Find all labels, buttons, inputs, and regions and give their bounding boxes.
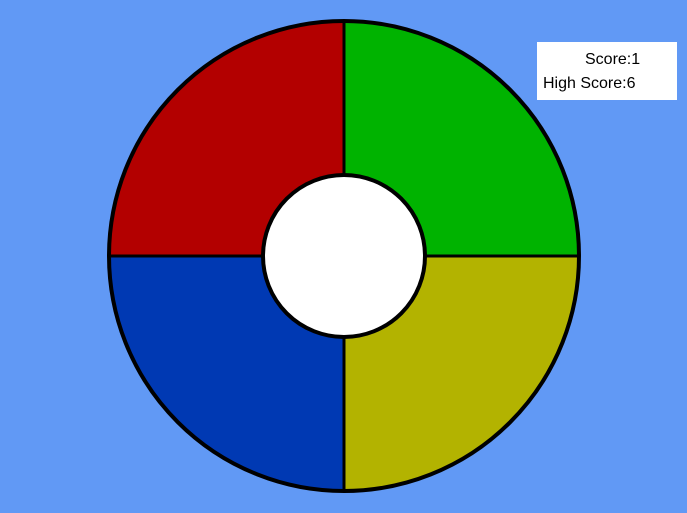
high-score-value: 6	[626, 75, 636, 92]
score-display: Score:1	[585, 51, 640, 69]
high-score-label: High Score:	[543, 75, 627, 92]
score-panel: Score:1 High Score:6	[537, 42, 677, 100]
score-label: Score:	[585, 51, 632, 68]
high-score-display: High Score:6	[543, 75, 636, 93]
outer-ring	[107, 19, 581, 493]
center-button[interactable]	[261, 173, 427, 339]
score-value: 1	[631, 51, 641, 68]
